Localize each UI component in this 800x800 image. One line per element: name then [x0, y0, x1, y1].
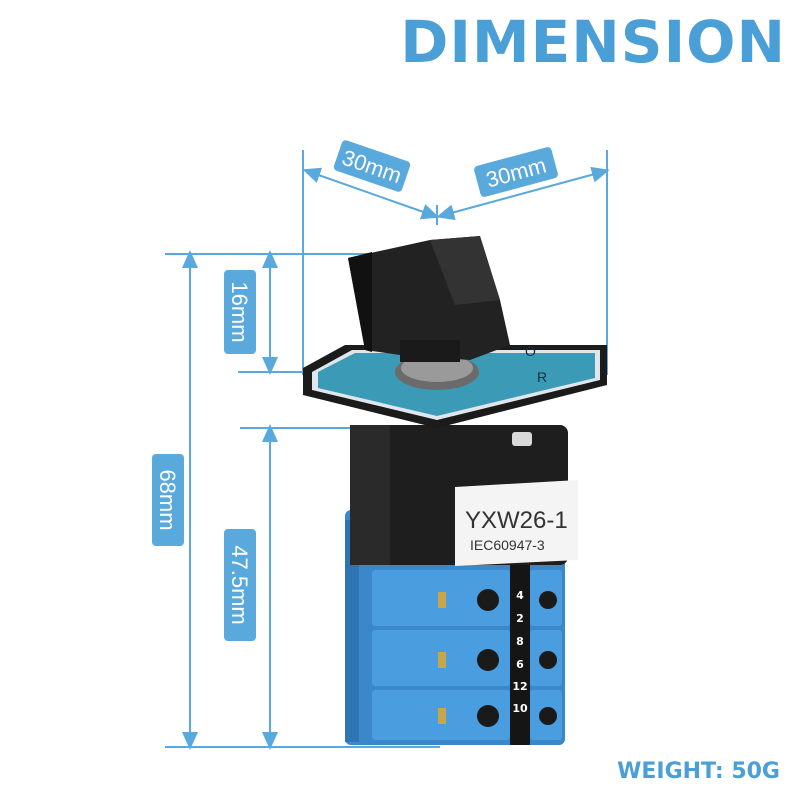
dim-label-width-right: 30mm: [474, 147, 558, 197]
weight-label: WEIGHT: 50G: [617, 759, 780, 784]
svg-text:IEC60947-3: IEC60947-3: [470, 537, 545, 553]
svg-text:YXW26-1: YXW26-1: [465, 507, 568, 534]
svg-text:12: 12: [512, 680, 527, 693]
dial-letter-r: R: [537, 369, 547, 385]
terminal-numbers: 4 2 8 6 12 10: [512, 589, 528, 715]
model-sticker: YXW26-1 IEC60947-3: [455, 480, 578, 566]
svg-text:47.5mm: 47.5mm: [227, 545, 252, 624]
svg-text:8: 8: [516, 635, 524, 648]
svg-text:2: 2: [516, 612, 524, 625]
dimension-lines: [165, 150, 610, 750]
svg-text:10: 10: [512, 702, 528, 715]
page-title: DIMENSION: [400, 8, 786, 76]
svg-text:16mm: 16mm: [227, 281, 252, 342]
handle-knob: [348, 236, 510, 362]
svg-text:4: 4: [516, 589, 524, 602]
dial-letter-o: O: [525, 343, 536, 359]
dim-label-body-height: 47.5mm: [224, 529, 256, 641]
dim-label-handle-height: 16mm: [224, 270, 256, 354]
rotary-switch: 4 2 8 6 12 10 YXW26-1 IEC60947-3 O R: [303, 236, 607, 745]
dim-label-total-height: 68mm: [152, 454, 184, 546]
svg-text:68mm: 68mm: [155, 469, 180, 530]
svg-text:6: 6: [516, 658, 524, 671]
terminal-rows: [372, 570, 562, 740]
